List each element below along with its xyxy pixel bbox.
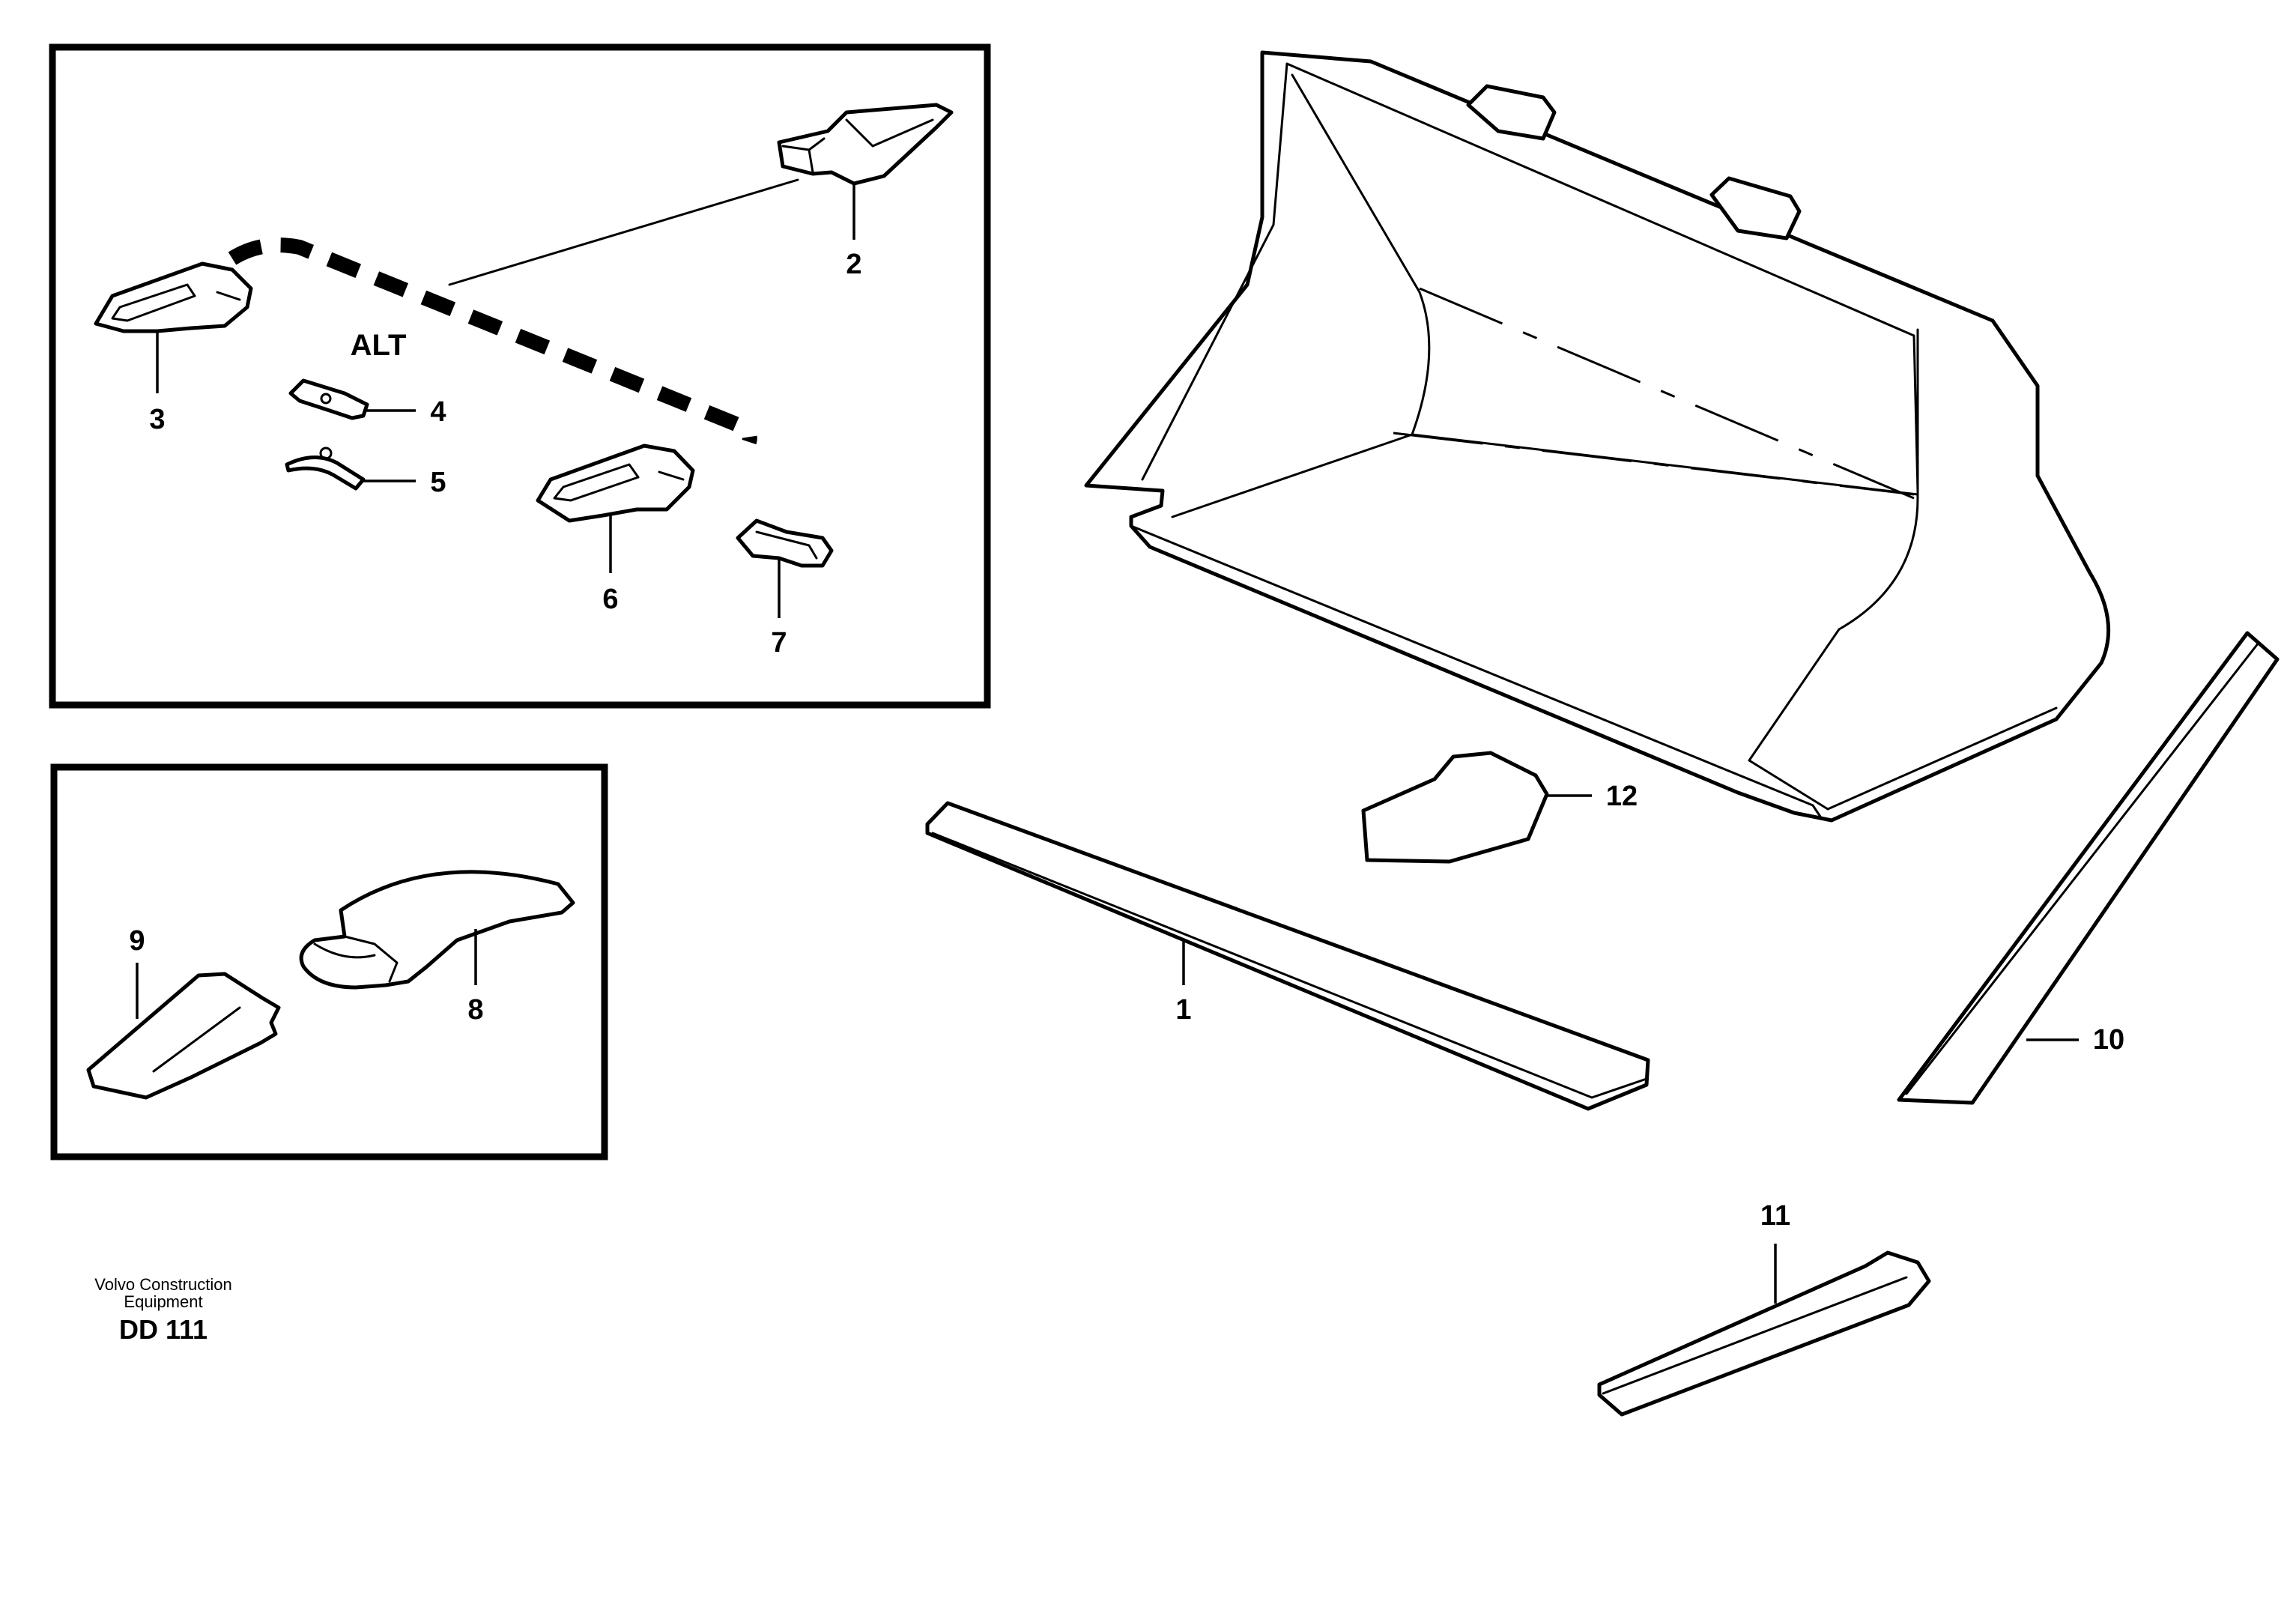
tooth-part-3 [94,261,253,333]
footer-company-line1: Volvo Construction [94,1275,231,1294]
bucket-shell [1084,50,2111,823]
callout-11: 11 [1760,1200,1790,1232]
alt-label: ALT [351,329,407,362]
inset-alt-frame [49,43,991,709]
callout-2: 2 [846,249,861,280]
alt-dashed-path [228,237,757,445]
tooth-part-6 [536,444,695,523]
bucket-centerline [1393,287,1915,500]
footer-drawing-code: DD 111 [119,1314,208,1345]
callout-1: 1 [1175,994,1191,1026]
tip-part-9 [86,972,281,1100]
callout-8: 8 [467,994,483,1026]
bucket-wear-block-right [1709,176,1802,240]
callout-3: 3 [149,404,165,435]
adapter-part-8 [299,870,575,990]
callout-7: 7 [771,627,787,659]
pin-part-5 [285,447,366,491]
footer-company-line2: Equipment [124,1292,202,1311]
bucket-wear-block-left [1466,84,1557,141]
inset-tip-panel: 9 8 [50,763,608,1160]
cutting-edge-part-1 [925,801,1650,1111]
callout-5: 5 [430,467,446,498]
segment-part-12 [1361,751,1549,864]
callout-9: 9 [129,925,145,957]
inset-alt-panel: 2 3 ALT 4 5 6 [49,43,991,709]
bucket-rim [1141,62,1919,492]
bucket-assembly [1084,50,2111,823]
callout-6: 6 [602,584,618,615]
lock-part-4 [288,378,369,420]
retainer-part-7 [736,518,834,568]
adapter-part-2 [777,103,954,186]
side-strip-part-10 [1897,631,2280,1105]
callout-10: 10 [2093,1024,2124,1056]
callout-4: 4 [430,396,446,428]
footer-block: Volvo Construction Equipment DD 111 [94,1275,231,1345]
inset-tip-frame [50,763,608,1160]
strip-part-11 [1597,1250,1931,1417]
callout-12: 12 [1606,781,1638,812]
alt-connector-line [448,178,799,286]
